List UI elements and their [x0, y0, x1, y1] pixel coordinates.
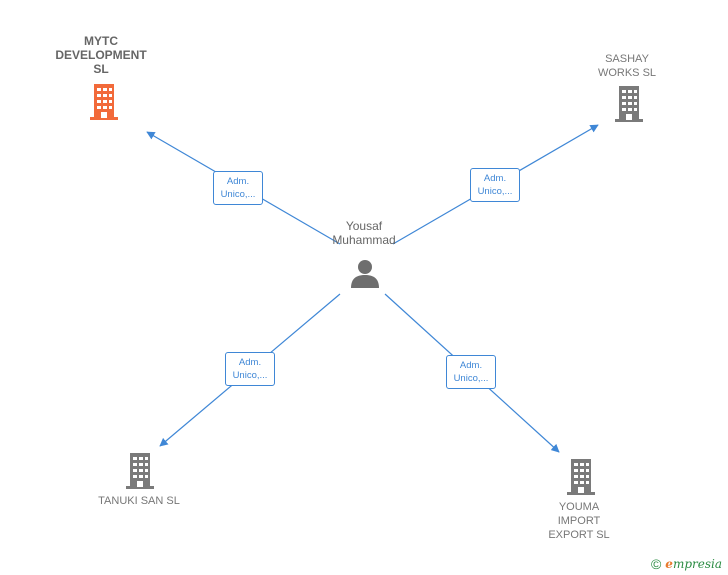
- building-icon[interactable]: [613, 86, 645, 122]
- node-label-tanuki[interactable]: TANUKI SAN SL: [98, 495, 180, 507]
- node-label-sashay[interactable]: SASHAY WORKS SL: [597, 53, 657, 79]
- node-label-youma[interactable]: YOUMA IMPORT EXPORT SL: [548, 501, 610, 541]
- node-label-mytc[interactable]: MYTC DEVELOPMENT SL: [55, 34, 147, 76]
- relation-badge-tanuki[interactable]: Adm. Unico,...: [225, 352, 275, 386]
- copyright-footer: © empresia: [651, 556, 722, 572]
- empresia-logo[interactable]: empresia: [665, 557, 722, 571]
- relation-badge-youma[interactable]: Adm. Unico,...: [446, 355, 496, 389]
- building-icon[interactable]: [88, 84, 120, 120]
- building-icon[interactable]: [124, 453, 156, 489]
- copyright-icon: ©: [650, 556, 662, 572]
- person-name[interactable]: Yousaf Muhammad: [332, 219, 396, 247]
- person-icon[interactable]: [349, 258, 381, 288]
- building-icon[interactable]: [565, 459, 597, 495]
- relation-badge-sashay[interactable]: Adm. Unico,...: [470, 168, 520, 202]
- relation-badge-mytc[interactable]: Adm. Unico,...: [213, 171, 263, 205]
